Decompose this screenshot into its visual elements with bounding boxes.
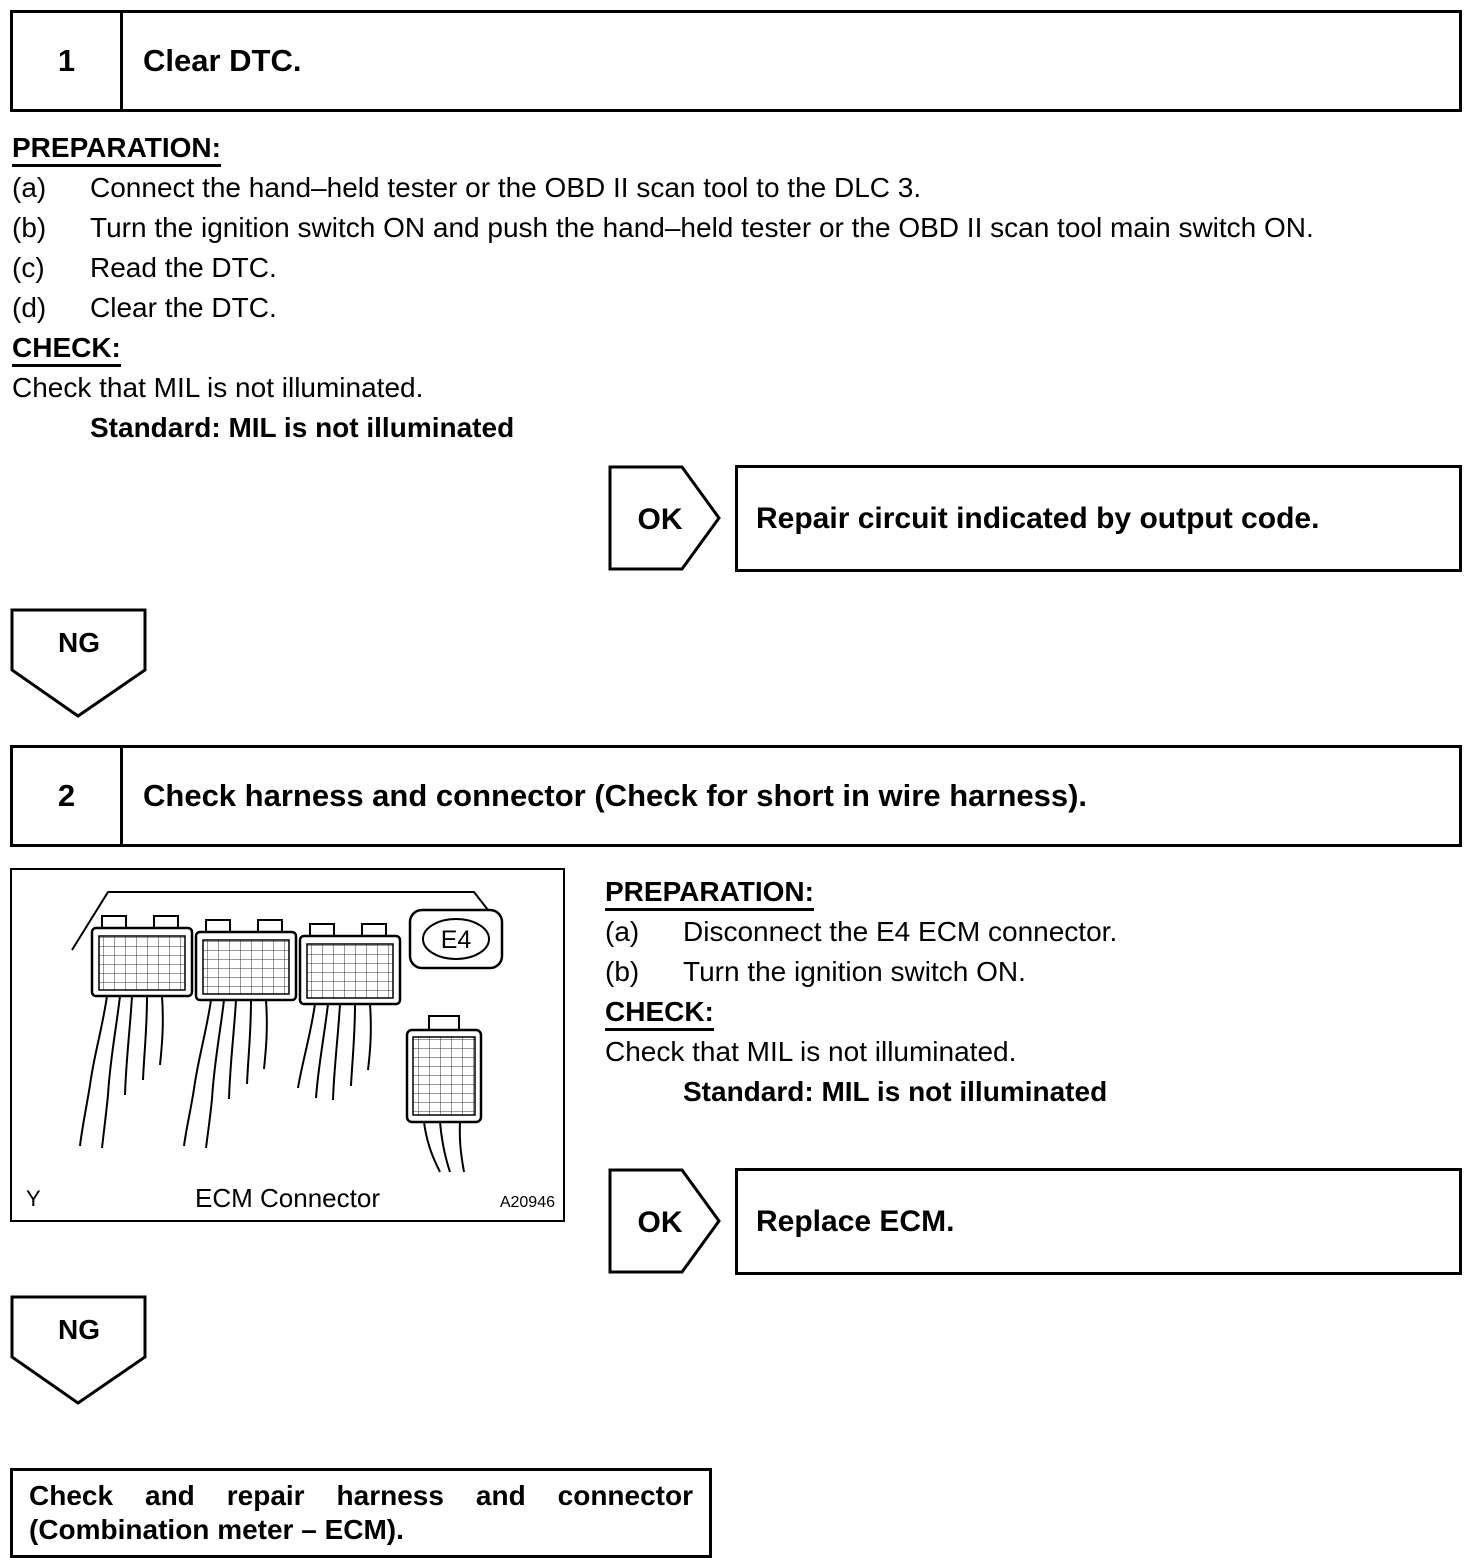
step2-number: 2 (13, 748, 123, 844)
final-result-line1: Check and repair harness and connector (29, 1480, 693, 1511)
e4-badge: E4 (408, 908, 504, 970)
step1-check-heading-row: CHECK: (12, 328, 1462, 368)
item-label: (a) (12, 172, 47, 203)
ng-label: NG (58, 627, 100, 658)
step2-ok-row: OK Replace ECM. (608, 1168, 1462, 1275)
figure-corner-label: Y (26, 1186, 41, 1211)
list-item: (b) Turn the ignition switch ON and push… (12, 208, 1462, 248)
check-text: Check that MIL is not illuminated. (12, 372, 424, 403)
step1-ok-row: OK Repair circuit indicated by output co… (608, 465, 1462, 572)
list-item: (a) Connect the hand–held tester or the … (12, 168, 1462, 208)
step2-check-heading-row: CHECK: (605, 992, 1462, 1032)
list-item: (c) Read the DTC. (12, 248, 1462, 288)
small-connector-wires (423, 1121, 465, 1173)
item-label: (b) (605, 956, 640, 987)
ok-pointer-shape: OK (608, 465, 721, 571)
check-heading: CHECK: (605, 996, 714, 1031)
step2-ok-result: Replace ECM. (735, 1168, 1462, 1275)
list-item: (d) Clear the DTC. (12, 288, 1462, 328)
item-label: (c) (12, 252, 45, 283)
ecm-connector-figure: E4 Y ECM Connector A20946 (10, 868, 565, 1222)
ok-label: OK (638, 503, 683, 536)
connector-block (298, 923, 402, 1006)
figure-caption: ECM Connector (195, 1183, 380, 1213)
preparation-heading: PREPARATION: (605, 876, 814, 911)
item-label: (a) (605, 916, 640, 947)
ok-label: OK (638, 1206, 683, 1239)
item-text: Connect the hand–held tester or the OBD … (90, 172, 922, 203)
list-item: (b) Turn the ignition switch ON. (605, 952, 1462, 992)
final-result-box: Check and repair harness and connector (… (10, 1468, 712, 1558)
step1-title: Clear DTC. (143, 43, 302, 78)
ng-pointer-shape: NG (10, 1295, 147, 1405)
final-result-line2: (Combination meter – ECM). (29, 1514, 404, 1545)
preparation-heading: PREPARATION: (12, 132, 221, 167)
step2-header: 2 Check harness and connector (Check for… (10, 745, 1462, 847)
step2-body: PREPARATION: (a) Disconnect the E4 ECM c… (605, 872, 1462, 1112)
wire-bundles (79, 995, 372, 1149)
e4-connector-label: E4 (441, 926, 472, 954)
item-label: (d) (12, 292, 47, 323)
step1-body: PREPARATION: (a) Connect the hand–held t… (12, 128, 1462, 448)
step2-title: Check harness and connector (Check for s… (143, 778, 1088, 813)
item-text: Disconnect the E4 ECM connector. (683, 916, 1118, 947)
check-heading: CHECK: (12, 332, 121, 367)
figure-code: A20946 (499, 1194, 555, 1211)
ng-label: NG (58, 1314, 100, 1345)
ecm-connector-illustration: E4 (71, 891, 504, 1173)
ng-pointer-shape: NG (10, 608, 147, 718)
connector-block (90, 915, 194, 998)
item-text: Read the DTC. (90, 252, 277, 283)
standard-text: Standard: MIL is not illuminated (90, 412, 515, 443)
item-text: Turn the ignition switch ON. (683, 956, 1026, 987)
item-text: Turn the ignition switch ON and push the… (90, 212, 1314, 243)
step2-preparation-heading-row: PREPARATION: (605, 872, 1462, 912)
step1-number: 1 (13, 13, 123, 109)
step1-preparation-heading-row: PREPARATION: (12, 128, 1462, 168)
step1-header: 1 Clear DTC. (10, 10, 1462, 112)
item-text: Clear the DTC. (90, 292, 277, 323)
list-item: (a) Disconnect the E4 ECM connector. (605, 912, 1462, 952)
small-connector-block (405, 1015, 483, 1124)
ok-pointer-shape: OK (608, 1168, 721, 1274)
connector-block (194, 919, 298, 1002)
item-label: (b) (12, 212, 47, 243)
check-text: Check that MIL is not illuminated. (605, 1036, 1017, 1067)
step1-ok-result: Repair circuit indicated by output code. (735, 465, 1462, 572)
standard-text: Standard: MIL is not illuminated (683, 1076, 1108, 1107)
